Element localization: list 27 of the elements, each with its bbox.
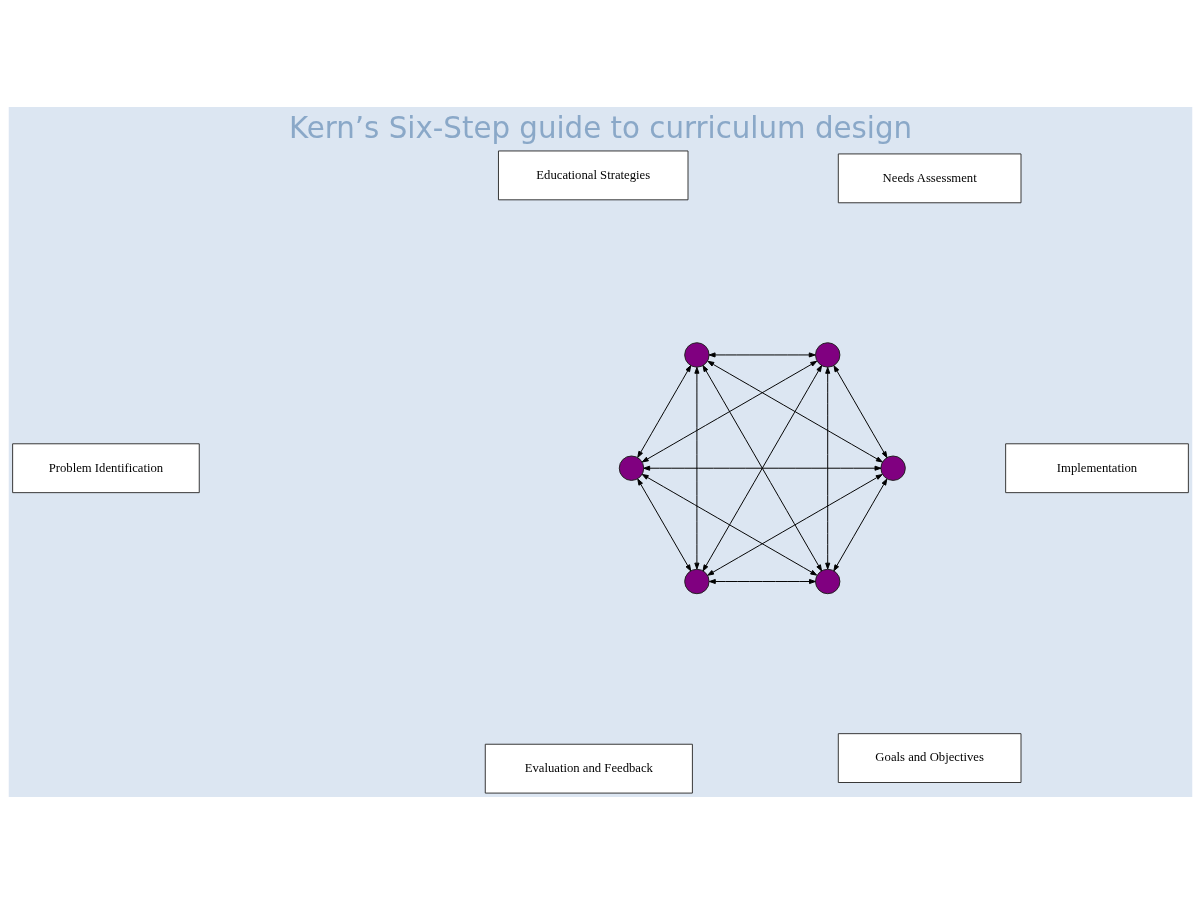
arrow xyxy=(708,578,816,584)
node-circle xyxy=(684,568,710,594)
node-circle xyxy=(815,341,841,368)
node-circle xyxy=(815,568,841,594)
arrow xyxy=(707,360,883,462)
arrow xyxy=(641,360,818,462)
node-circle xyxy=(684,341,710,368)
arrow xyxy=(694,366,700,569)
diagram-title: Kern’s Six-Step guide to curriculum design xyxy=(288,110,913,145)
node-box: Educational Strategies xyxy=(497,150,689,200)
arrow xyxy=(833,478,888,571)
arrow xyxy=(643,465,882,471)
arrow xyxy=(702,364,823,571)
arrow xyxy=(641,473,818,576)
arrow xyxy=(833,364,888,458)
arrow xyxy=(637,478,692,571)
node-box: Problem Identification xyxy=(12,442,200,493)
node-circle xyxy=(618,455,645,481)
node-box: Goals and Objectives xyxy=(837,732,1022,783)
arrow xyxy=(708,351,816,357)
node-box: Evaluation and Feedback xyxy=(484,743,693,794)
node-box: Needs Assessment xyxy=(837,152,1022,203)
arrow xyxy=(637,364,692,458)
node-box: Implementation xyxy=(1005,442,1189,493)
arrow xyxy=(825,366,831,570)
node-circle xyxy=(880,455,906,481)
arrow xyxy=(707,473,883,576)
